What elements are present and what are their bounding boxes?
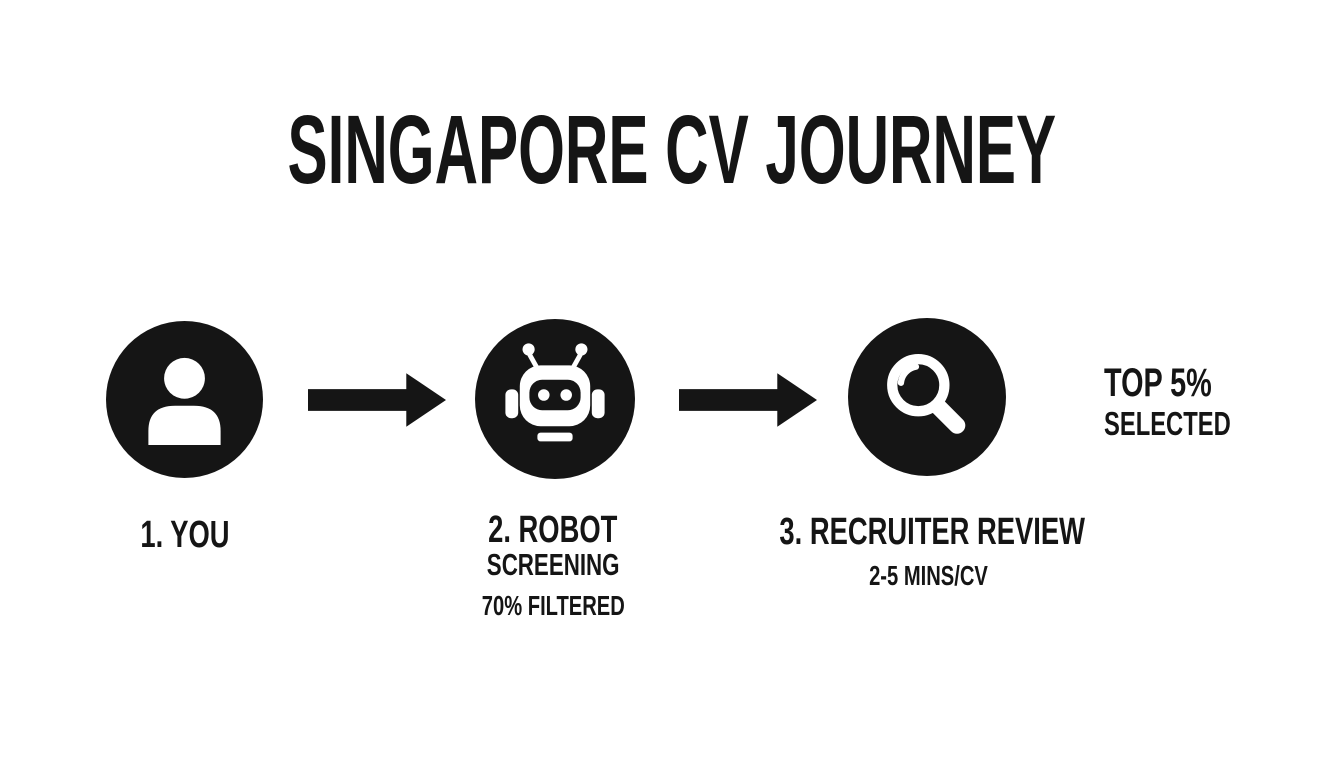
magnifier-icon: [848, 318, 1006, 476]
step2-subtitle-text: SCREENING: [486, 547, 620, 582]
outcome-primary-text: TOP 5%: [1104, 361, 1212, 405]
outcome-secondary-text: SELECTED: [1104, 405, 1231, 442]
arrow-icon: [308, 372, 447, 428]
step2-note: 70% FILTERED: [303, 592, 803, 620]
arrow-icon: [679, 372, 818, 428]
step1-title: 1. YOU: [0, 516, 435, 554]
page-title: SINGAPORE CV JOURNEY: [0, 101, 1344, 198]
person-icon: [106, 321, 263, 478]
step2-title-text: 2. ROBOT: [488, 509, 618, 551]
page-title-text: SINGAPORE CV JOURNEY: [287, 95, 1057, 204]
step2-title: 2. ROBOT: [303, 511, 803, 549]
step2-note-text: 70% FILTERED: [481, 590, 625, 621]
outcome-secondary: SELECTED: [1104, 407, 1280, 440]
step3-subtitle: 2-5 MINS/CV: [678, 562, 1178, 590]
step3-title-text: 3. RECRUITER REVIEW: [779, 511, 1085, 553]
robot-icon: [475, 319, 635, 479]
step3-subtitle-text: 2-5 MINS/CV: [868, 560, 988, 591]
outcome-primary: TOP 5%: [1104, 363, 1254, 403]
step1-title-text: 1. YOU: [140, 514, 230, 556]
step3-title: 3. RECRUITER REVIEW: [682, 513, 1182, 551]
step2-subtitle: SCREENING: [303, 549, 803, 580]
